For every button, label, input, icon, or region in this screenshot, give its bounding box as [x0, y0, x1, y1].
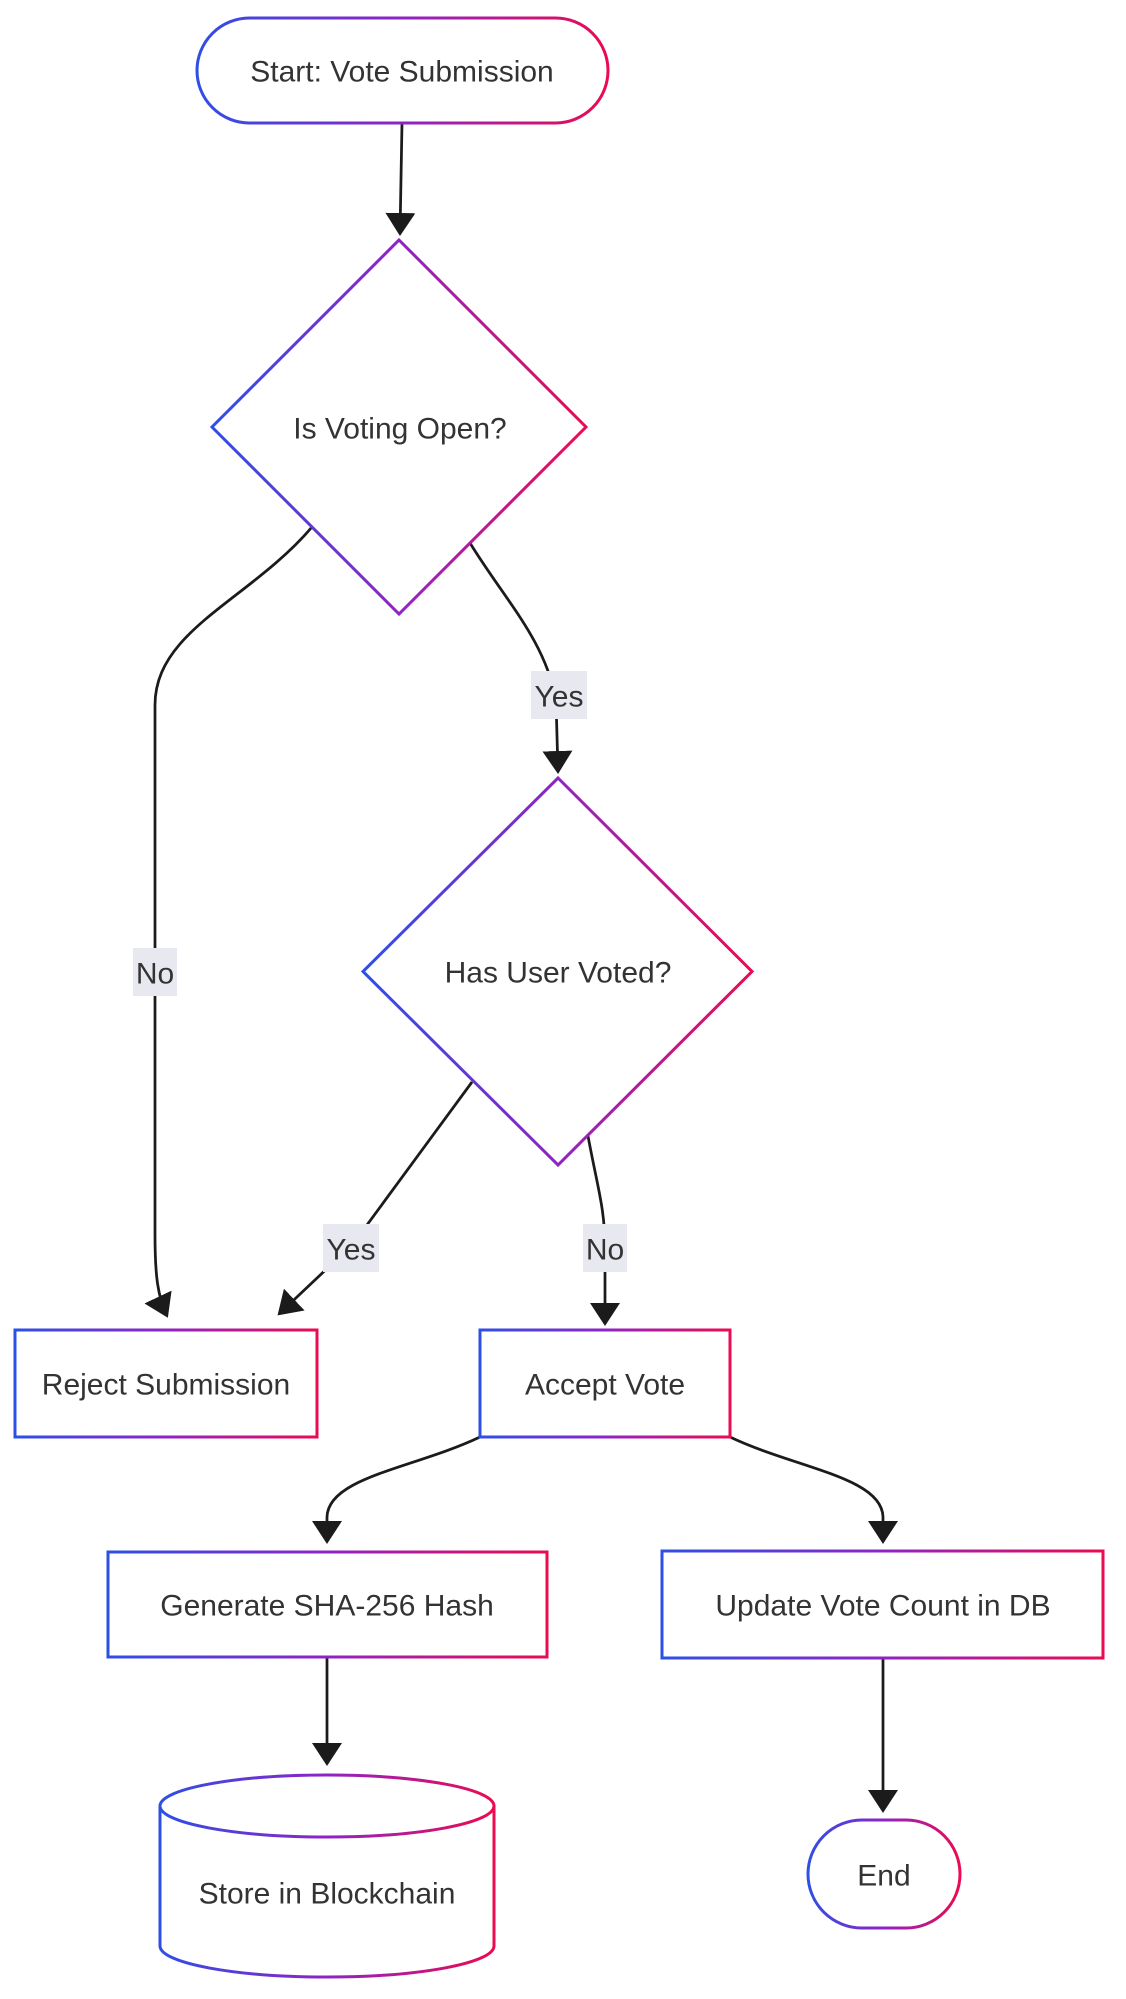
- edge-label-voted-yes: Yes: [323, 1224, 379, 1272]
- node-label: Has User Voted?: [445, 957, 672, 990]
- edge-label-bg: [323, 1224, 379, 1272]
- node-label: Reject Submission: [42, 1369, 290, 1402]
- decision-diamond-shape: [209, 237, 589, 617]
- process-rect-shape: [478, 1328, 732, 1439]
- node-label: Is Voting Open?: [293, 413, 507, 446]
- edge-label-bg: [133, 948, 177, 996]
- process-rect-shape: [660, 1549, 1105, 1660]
- edge-label-open-yes: Yes: [531, 671, 587, 719]
- decision-diamond-shape: [360, 775, 755, 1168]
- node-label: Accept Vote: [525, 1369, 685, 1402]
- edge-open-yes-to-has-user-voted: [468, 542, 573, 774]
- database-cylinder-inner-arc: [158, 1805, 496, 1839]
- database-cylinder-shape: [158, 1773, 496, 1979]
- node-label: Update Vote Count in DB: [715, 1590, 1050, 1623]
- edge-label-text: No: [586, 1234, 624, 1267]
- node-label: End: [857, 1860, 910, 1893]
- node-store-in-blockchain: Store in Blockchain: [158, 1773, 496, 1979]
- edge-label-text: Yes: [535, 681, 584, 714]
- node-label: Start: Vote Submission: [250, 56, 554, 89]
- node-accept-vote: Accept Vote: [478, 1328, 732, 1439]
- edge-open-no-to-reject: [144, 526, 314, 1318]
- edge-label-text: No: [136, 958, 174, 991]
- edge-accept-to-update-db: [729, 1435, 898, 1544]
- node-label: Generate SHA-256 Hash: [160, 1590, 494, 1623]
- edge-label-bg: [583, 1224, 627, 1272]
- edge-label-text: Yes: [327, 1234, 376, 1267]
- node-update-vote-count: Update Vote Count in DB: [660, 1549, 1105, 1660]
- edge-label-voted-no: No: [583, 1224, 627, 1272]
- edge-start-to-is-voting-open: [385, 122, 416, 236]
- edge-accept-to-generate-hash: [312, 1435, 481, 1544]
- end-stadium-shape: [806, 1818, 962, 1930]
- node-label: Store in Blockchain: [199, 1878, 456, 1911]
- edge-label-bg: [531, 671, 587, 719]
- node-end: End: [806, 1818, 962, 1930]
- start-stadium-shape: [195, 16, 610, 125]
- node-has-user-voted: Has User Voted?: [360, 775, 755, 1168]
- node-start: Start: Vote Submission: [195, 16, 610, 125]
- node-generate-hash: Generate SHA-256 Hash: [106, 1550, 549, 1659]
- edge-voted-yes-to-reject: [277, 1081, 474, 1316]
- process-rect-shape: [106, 1550, 549, 1659]
- process-rect-shape: [13, 1328, 319, 1439]
- edge-label-open-no: No: [133, 948, 177, 996]
- node-is-voting-open: Is Voting Open?: [209, 237, 589, 617]
- node-reject-submission: Reject Submission: [13, 1328, 319, 1439]
